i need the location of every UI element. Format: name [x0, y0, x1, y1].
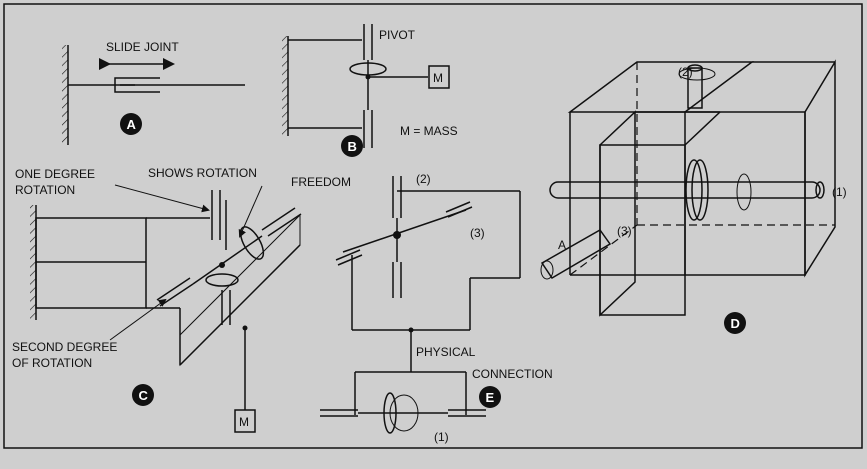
rotation-arrow-d-shaft [736, 173, 752, 211]
panel-c-two-degree-rotation: M ONE DEGREE ROTATION SHOWS ROTATION FRE… [12, 166, 351, 433]
rotation-arrow-c-vertical [239, 226, 265, 260]
center-plate-front [599, 110, 636, 317]
connection-label: CONNECTION [472, 367, 553, 381]
badge-c: C [132, 384, 154, 406]
svg-text:D: D [731, 316, 740, 331]
gimbal-frame [179, 244, 301, 366]
d-label-1: (1) [832, 185, 847, 199]
wall-hatch-a [62, 45, 68, 145]
mass-legend: M = MASS [400, 124, 458, 138]
disc-e [383, 392, 397, 434]
rotation-arrow-c-horizontal [205, 273, 239, 287]
figure-frame [3, 3, 863, 449]
rotation-arrow-b [349, 62, 387, 76]
slider-sleeve [114, 77, 160, 93]
svg-text:A: A [127, 117, 137, 132]
disc-d [685, 159, 703, 221]
mass-box-c [234, 409, 256, 433]
svg-text:B: B [348, 139, 357, 154]
shows-rotation-label: SHOWS ROTATION [148, 166, 257, 180]
shaft-1 [549, 181, 821, 199]
svg-text:C: C [139, 388, 149, 403]
svg-text:E: E [486, 390, 495, 405]
joint-center-e [393, 231, 401, 239]
d-label-3: (3) [617, 224, 632, 238]
badge-d: D [724, 312, 746, 334]
box-right-front [684, 111, 806, 276]
d-label-a: A [558, 238, 566, 252]
second-degree-label-1: SECOND DEGREE [12, 340, 117, 354]
mass-box-b [428, 65, 450, 89]
one-degree-label-1: ONE DEGREE [15, 167, 95, 181]
physical-label: PHYSICAL [416, 345, 476, 359]
second-degree-label-2: OF ROTATION [12, 356, 92, 370]
mass-label-b: M [433, 71, 443, 85]
wall-hatch-c [30, 205, 36, 320]
shaft-3 [540, 229, 612, 280]
e-label-3: (3) [470, 226, 485, 240]
panel-e-physical-connection: (2) (3) (1) PHYSICAL CONNECTION E [320, 172, 553, 444]
panel-b-pivot: M PIVOT M = MASS B [282, 24, 458, 157]
box-top-face [567, 61, 755, 113]
slide-joint-label: SLIDE JOINT [106, 40, 179, 54]
wall-hatch-b [282, 36, 288, 136]
d-label-2: (2) [678, 65, 693, 79]
e-label-2: (2) [416, 172, 431, 186]
badge-a: A [120, 113, 142, 135]
rotation-arrow-d-a [540, 260, 554, 280]
mass-label-c: M [239, 415, 249, 429]
e-label-1: (1) [434, 430, 449, 444]
freedom-label: FREEDOM [291, 175, 351, 189]
rotation-arrow-d-top [678, 67, 716, 81]
panel-d-3d-box: (2) (1) (3) A D [540, 59, 847, 334]
badge-e: E [479, 386, 501, 408]
pivot-label: PIVOT [379, 28, 416, 42]
badge-b: B [341, 135, 363, 157]
rotation-arrow-e [389, 394, 419, 432]
gimbal-center [219, 262, 225, 268]
one-degree-label-2: ROTATION [15, 183, 75, 197]
panel-a-slide-joint: SLIDE JOINT A [62, 40, 245, 145]
